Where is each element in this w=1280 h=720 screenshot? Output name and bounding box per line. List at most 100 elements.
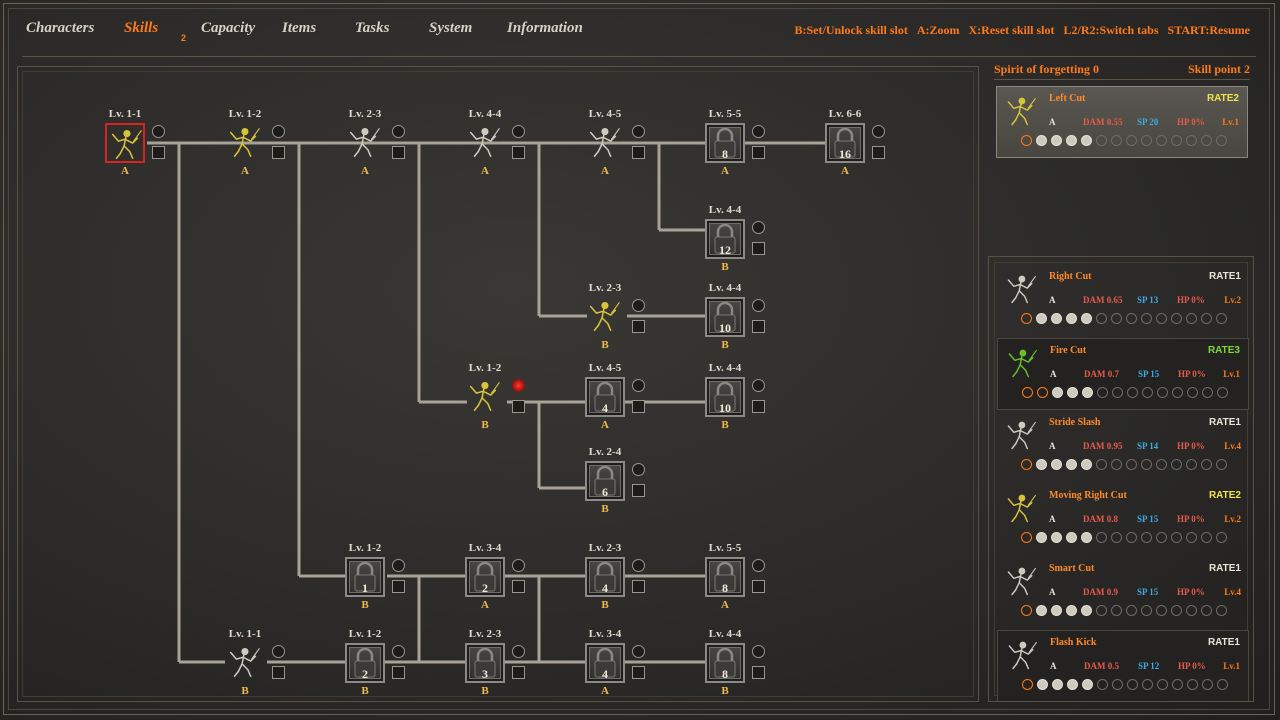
locked-skill-slot[interactable]: 16 xyxy=(825,123,865,163)
square-slot-button[interactable] xyxy=(752,666,765,679)
circle-slot-button[interactable] xyxy=(632,379,645,392)
square-slot-button[interactable] xyxy=(632,666,645,679)
locked-skill-slot[interactable]: 2 xyxy=(345,643,385,683)
square-slot-button[interactable] xyxy=(752,320,765,333)
circle-slot-button[interactable] xyxy=(272,125,285,138)
node-grade: A xyxy=(481,165,489,177)
tab-tasks[interactable]: Tasks xyxy=(355,20,390,36)
node-grade: A xyxy=(601,685,609,697)
square-slot-button[interactable] xyxy=(752,242,765,255)
circle-slot-button[interactable] xyxy=(752,299,765,312)
square-slot-button[interactable] xyxy=(512,146,525,159)
skill-slot[interactable] xyxy=(585,123,625,163)
locked-skill-slot[interactable]: 10 xyxy=(705,297,745,337)
locked-skill-slot[interactable]: 1 xyxy=(345,557,385,597)
skill-sp-cost: SP 15 xyxy=(1137,587,1159,597)
square-slot-button[interactable] xyxy=(392,666,405,679)
skill-slot[interactable] xyxy=(585,297,625,337)
square-slot-button[interactable] xyxy=(752,580,765,593)
square-slot-button[interactable] xyxy=(392,146,405,159)
square-slot-button[interactable] xyxy=(632,146,645,159)
tab-information[interactable]: Information xyxy=(507,20,583,36)
circle-slot-button[interactable] xyxy=(392,559,405,572)
tab-capacity[interactable]: Capacity xyxy=(201,20,256,36)
circle-slot-button[interactable] xyxy=(872,125,885,138)
unlock-cost: 10 xyxy=(719,321,731,335)
square-slot-button[interactable] xyxy=(872,146,885,159)
affinity-icon xyxy=(1036,459,1047,470)
skill-slot[interactable] xyxy=(105,123,145,163)
affinity-icon xyxy=(1051,605,1062,616)
circle-slot-button[interactable] xyxy=(632,559,645,572)
skill-name: Moving Right Cut xyxy=(1049,490,1127,501)
skill-slot[interactable] xyxy=(465,377,505,417)
square-slot-button[interactable] xyxy=(752,400,765,413)
circle-slot-button[interactable] xyxy=(632,125,645,138)
left-cut-icon xyxy=(107,125,145,168)
circle-slot-button[interactable] xyxy=(512,645,525,658)
circle-slot-button[interactable] xyxy=(392,125,405,138)
square-slot-button[interactable] xyxy=(392,580,405,593)
circle-slot-button[interactable] xyxy=(272,645,285,658)
square-slot-button[interactable] xyxy=(152,146,165,159)
locked-skill-slot[interactable]: 3 xyxy=(465,643,505,683)
circle-slot-button[interactable] xyxy=(632,463,645,476)
locked-skill-slot[interactable]: 4 xyxy=(585,643,625,683)
tab-characters[interactable]: Characters xyxy=(26,20,95,36)
node-grade: B xyxy=(361,599,369,611)
locked-skill-slot[interactable]: 12 xyxy=(705,219,745,259)
circle-slot-button[interactable] xyxy=(752,221,765,234)
square-slot-button[interactable] xyxy=(752,146,765,159)
node-level-label: Lv. 1-1 xyxy=(108,108,142,120)
affinity-icon xyxy=(1037,387,1048,398)
locked-skill-slot[interactable]: 2 xyxy=(465,557,505,597)
skill-slot[interactable] xyxy=(225,643,265,683)
circle-slot-button[interactable] xyxy=(752,645,765,658)
circle-slot-button[interactable] xyxy=(752,559,765,572)
skill-slot[interactable] xyxy=(465,123,505,163)
tab-system[interactable]: System xyxy=(429,20,473,36)
tab-items[interactable]: Items xyxy=(282,20,317,36)
tab-skills[interactable]: Skills xyxy=(124,20,159,36)
square-slot-button[interactable] xyxy=(512,400,525,413)
circle-slot-button[interactable] xyxy=(392,645,405,658)
circle-slot-button[interactable] xyxy=(752,379,765,392)
skill-hp-cost: HP 0% xyxy=(1178,369,1206,379)
circle-slot-button[interactable] xyxy=(752,125,765,138)
affinity-icon xyxy=(1081,605,1092,616)
skill-slot[interactable] xyxy=(345,123,385,163)
square-slot-button[interactable] xyxy=(512,666,525,679)
skill-slot[interactable] xyxy=(225,123,265,163)
square-slot-button[interactable] xyxy=(632,484,645,497)
circle-slot-button[interactable] xyxy=(512,125,525,138)
node-level-label: Lv. 3-4 xyxy=(468,542,502,554)
locked-skill-slot[interactable]: 6 xyxy=(585,461,625,501)
square-slot-button[interactable] xyxy=(272,666,285,679)
locked-skill-slot[interactable]: 10 xyxy=(705,377,745,417)
skill-grade: A xyxy=(1050,661,1057,671)
locked-skill-slot[interactable]: 4 xyxy=(585,377,625,417)
circle-slot-button[interactable] xyxy=(632,299,645,312)
square-slot-button[interactable] xyxy=(632,400,645,413)
locked-skill-slot[interactable]: 8 xyxy=(705,643,745,683)
circle-slot-button[interactable] xyxy=(152,125,165,138)
square-slot-button[interactable] xyxy=(632,580,645,593)
square-slot-button[interactable] xyxy=(632,320,645,333)
node-grade: B xyxy=(481,685,489,697)
locked-skill-slot[interactable]: 4 xyxy=(585,557,625,597)
circle-slot-button[interactable] xyxy=(632,645,645,658)
square-slot-button[interactable] xyxy=(272,146,285,159)
locked-skill-slot[interactable]: 8 xyxy=(705,557,745,597)
locked-skill-slot[interactable]: 8 xyxy=(705,123,745,163)
circle-slot-button[interactable] xyxy=(512,559,525,572)
square-slot-button[interactable] xyxy=(512,580,525,593)
